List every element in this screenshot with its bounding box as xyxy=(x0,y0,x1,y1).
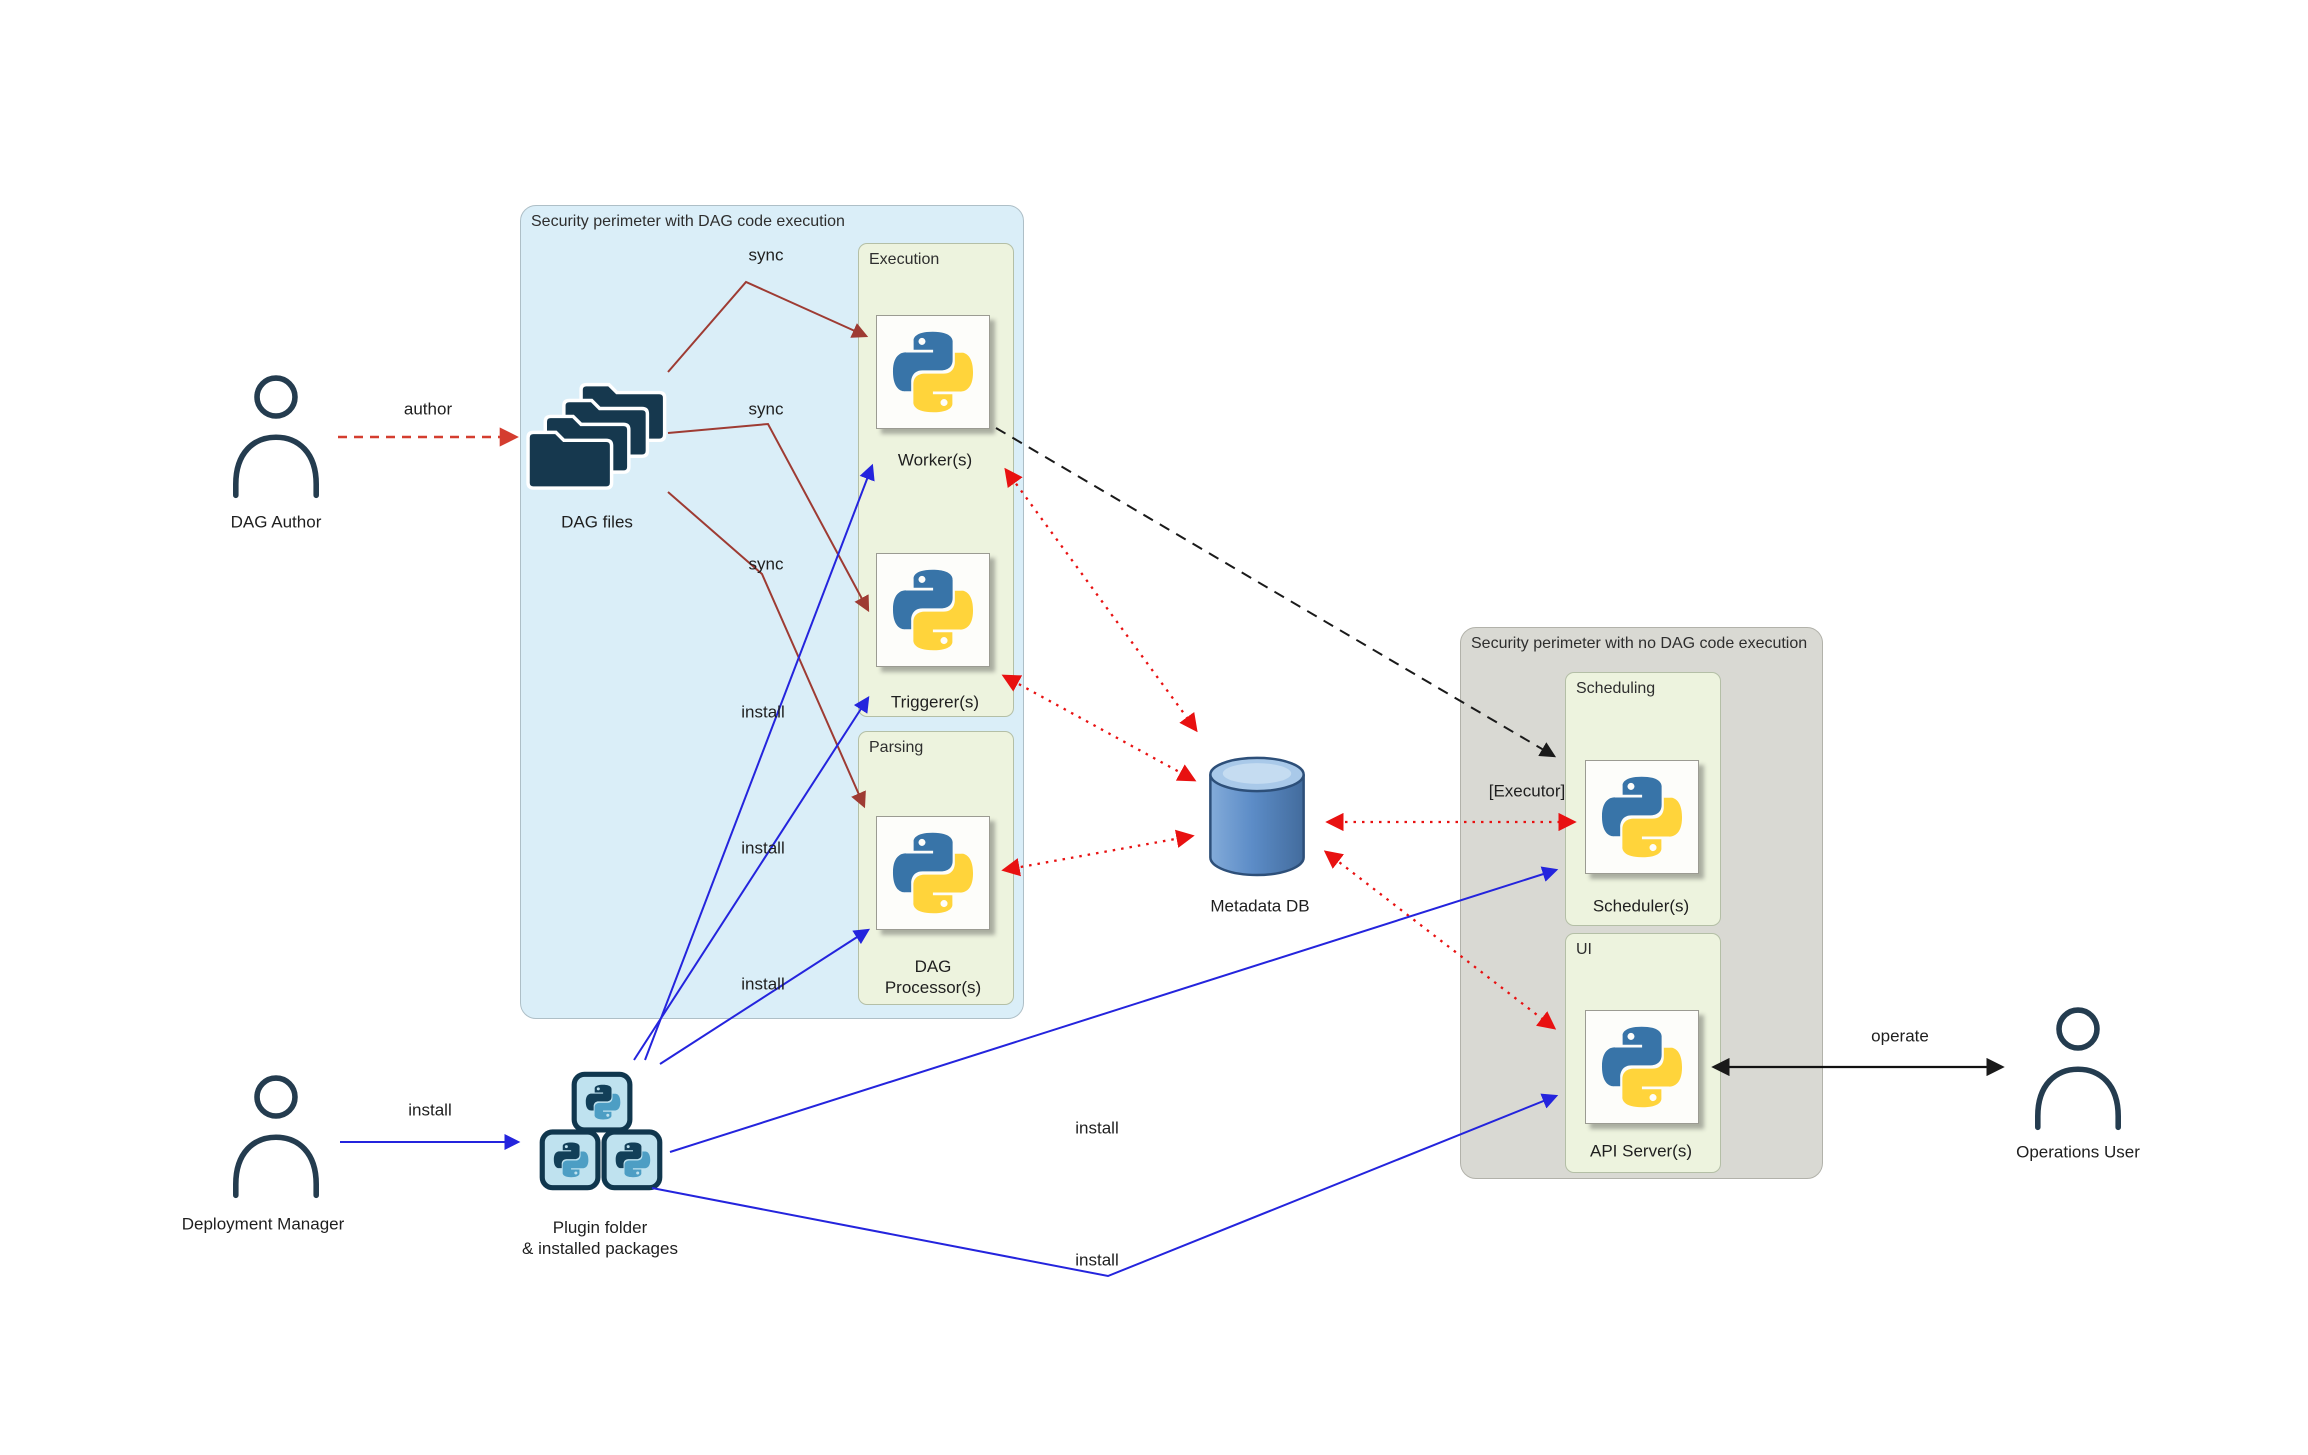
edge-label-sync-triggerer: sync xyxy=(748,399,784,419)
edge-label-operate: operate xyxy=(1871,1026,1929,1046)
dag-processor-label-line2: Processor(s) xyxy=(884,978,982,997)
ui-group-label: UI xyxy=(1576,941,1592,958)
dag-processor-label: DAG Processor(s) xyxy=(885,956,981,998)
person-icon xyxy=(220,1068,332,1202)
api-server-node xyxy=(1585,1010,1699,1124)
triggerer-label: Triggerer(s) xyxy=(890,692,980,712)
scheduler-label: Scheduler(s) xyxy=(1592,896,1690,916)
dag-files-node xyxy=(524,374,670,501)
api-server-label: API Server(s) xyxy=(1589,1141,1693,1161)
executor-label: [Executor] xyxy=(1488,781,1566,801)
dag-author-label: DAG Author xyxy=(230,512,322,532)
plugin-folder-label-line1: Plugin folder xyxy=(552,1218,648,1237)
python-icon xyxy=(890,329,976,415)
edge-triggerer-db xyxy=(1001,674,1197,782)
edge-label-install-worker: install xyxy=(741,702,785,722)
edge-label-install-triggerer: install xyxy=(741,838,785,858)
perimeter-no-dag-exec-label: Security perimeter with no DAG code exec… xyxy=(1471,635,1808,652)
operations-user-node xyxy=(2022,1000,2134,1139)
edge-worker-db xyxy=(1004,467,1198,733)
operations-user-label: Operations User xyxy=(2016,1142,2140,1162)
python-icon xyxy=(1599,1024,1685,1110)
package-boxes-icon xyxy=(539,1071,663,1191)
metadata-db-label: Metadata DB xyxy=(1210,896,1310,916)
deployment-manager-node xyxy=(220,1068,332,1207)
edge-label-sync-worker: sync xyxy=(748,245,784,265)
edge-label-install-api-server: install xyxy=(1075,1250,1119,1270)
plugin-folder-label-line2: & installed packages xyxy=(522,1239,678,1258)
workers-node xyxy=(876,315,990,429)
workers-label: Worker(s) xyxy=(897,450,973,470)
perimeter-dag-exec-label: Security perimeter with DAG code executi… xyxy=(531,213,845,230)
person-icon xyxy=(220,368,332,502)
python-icon xyxy=(890,830,976,916)
folder-stack-icon xyxy=(526,382,667,490)
triggerer-node xyxy=(876,553,990,667)
dag-processor-node xyxy=(876,816,990,930)
edge-label-author: author xyxy=(403,399,453,419)
dag-files-label: DAG files xyxy=(561,512,633,532)
python-icon xyxy=(890,567,976,653)
edge-dag-processor-db xyxy=(1001,829,1195,877)
execution-group-label: Execution xyxy=(869,251,940,268)
dag-author-node xyxy=(220,368,332,507)
metadata-db-node xyxy=(1200,748,1314,891)
parsing-group-label: Parsing xyxy=(869,739,924,756)
edge-label-install-scheduler: install xyxy=(1075,1118,1119,1138)
edge-label-install-dag-processor: install xyxy=(741,974,785,994)
edge-label-sync-dag-processor: sync xyxy=(748,554,784,574)
database-icon xyxy=(1209,756,1305,877)
edge-label-install-plugin: install xyxy=(408,1100,452,1120)
deployment-manager-label: Deployment Manager xyxy=(181,1214,345,1234)
scheduling-group-label: Scheduling xyxy=(1576,680,1656,697)
person-icon xyxy=(2022,1000,2134,1134)
plugin-folder-label: Plugin folder & installed packages xyxy=(522,1217,678,1259)
scheduler-node xyxy=(1585,760,1699,874)
dag-processor-label-line1: DAG xyxy=(914,957,952,976)
plugin-folder-node xyxy=(534,1068,668,1201)
python-icon xyxy=(1599,774,1685,860)
